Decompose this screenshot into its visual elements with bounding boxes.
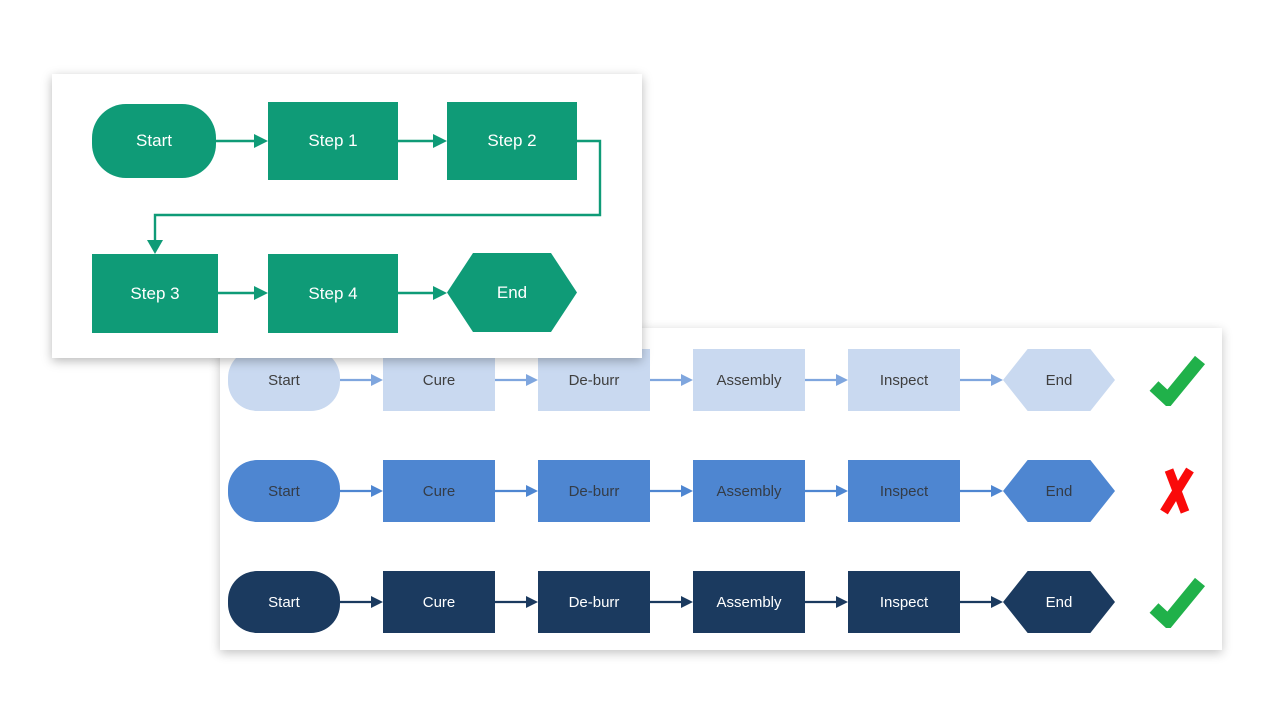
arrow-right-icon [495, 596, 538, 608]
flow-node-deburr: De-burr [538, 571, 650, 633]
arrow-right-icon [805, 374, 848, 386]
flow-node-start: Start [228, 571, 340, 633]
flow-node-deburr: De-burr [538, 460, 650, 522]
check-icon [1149, 577, 1206, 628]
flow-node-inspect: Inspect [848, 460, 960, 522]
arrow-right-icon [495, 374, 538, 386]
arrow-right-icon [960, 374, 1003, 386]
flow-node-start: Start [228, 349, 340, 411]
node-label: Step 3 [130, 283, 180, 303]
node-label: Start [136, 131, 172, 150]
node-label: Assembly [716, 482, 782, 500]
arrow-right-icon [340, 485, 383, 497]
node-label: De-burr [568, 371, 620, 389]
node-label: Inspect [879, 371, 929, 389]
arrow-right-icon [340, 374, 383, 386]
flow-node-end: End [447, 253, 577, 332]
arrow-right-icon [960, 596, 1003, 608]
node-label: Start [268, 593, 300, 611]
flow-node-end: End [1003, 349, 1115, 411]
check-icon [1149, 355, 1206, 406]
flow-node-cure: Cure [383, 349, 495, 411]
flow-node-start: Start [92, 104, 216, 178]
node-label: Start [268, 482, 300, 500]
flow-row-medium-blue: Start Cure De-burr Assembly Inspect End [220, 460, 1222, 522]
node-label: Cure [422, 593, 456, 611]
arrow-right-icon [805, 485, 848, 497]
flow-node-assembly: Assembly [693, 349, 805, 411]
node-label: De-burr [568, 482, 620, 500]
flow-row-light-blue: Start Cure De-burr Assembly Inspect End [220, 349, 1222, 411]
flow-row-dark-navy: Start Cure De-burr Assembly Inspect End [220, 571, 1222, 633]
node-label: Inspect [879, 482, 929, 500]
flow-node-step1: Step 1 [268, 102, 398, 180]
arrow-right-icon [216, 134, 268, 148]
flow-node-end: End [1003, 571, 1115, 633]
node-label: Step 4 [308, 283, 358, 303]
flow-node-assembly: Assembly [693, 571, 805, 633]
arrow-right-icon [340, 596, 383, 608]
flow-node-start: Start [228, 460, 340, 522]
arrow-right-icon [960, 485, 1003, 497]
flow-node-assembly: Assembly [693, 460, 805, 522]
arrow-right-icon [805, 596, 848, 608]
node-label: Cure [422, 482, 456, 500]
example-flowchart-panel: Start Step 1 Step 2 Step 3 Step 4 End [52, 74, 642, 358]
cross-icon [1160, 467, 1194, 515]
node-label: Step 1 [308, 131, 358, 150]
node-label: Assembly [716, 371, 782, 389]
arrow-right-icon [218, 286, 268, 300]
node-label: Inspect [879, 593, 929, 611]
arrow-right-icon [398, 286, 447, 300]
node-label: Assembly [716, 593, 782, 611]
node-label: End [1045, 482, 1073, 500]
arrow-right-icon [495, 485, 538, 497]
comparison-flowchart-panel: Start Cure De-burr Assembly Inspect End … [220, 328, 1222, 650]
arrow-right-icon [398, 134, 447, 148]
node-label: Cure [422, 371, 456, 389]
node-label: Step 2 [487, 131, 537, 150]
node-label: De-burr [568, 593, 620, 611]
flow-node-step4: Step 4 [268, 254, 398, 333]
node-label: Start [268, 371, 300, 389]
flow-node-step2: Step 2 [447, 102, 577, 180]
flow-node-inspect: Inspect [848, 349, 960, 411]
flow-node-deburr: De-burr [538, 349, 650, 411]
node-label: End [496, 282, 528, 302]
flow-node-end: End [1003, 460, 1115, 522]
flow-node-cure: Cure [383, 460, 495, 522]
node-label: End [1045, 371, 1073, 389]
arrow-right-icon [650, 485, 693, 497]
node-label: End [1045, 593, 1073, 611]
flow-node-cure: Cure [383, 571, 495, 633]
arrow-right-icon [650, 596, 693, 608]
flow-node-step3: Step 3 [92, 254, 218, 333]
arrow-right-icon [650, 374, 693, 386]
flow-node-inspect: Inspect [848, 571, 960, 633]
